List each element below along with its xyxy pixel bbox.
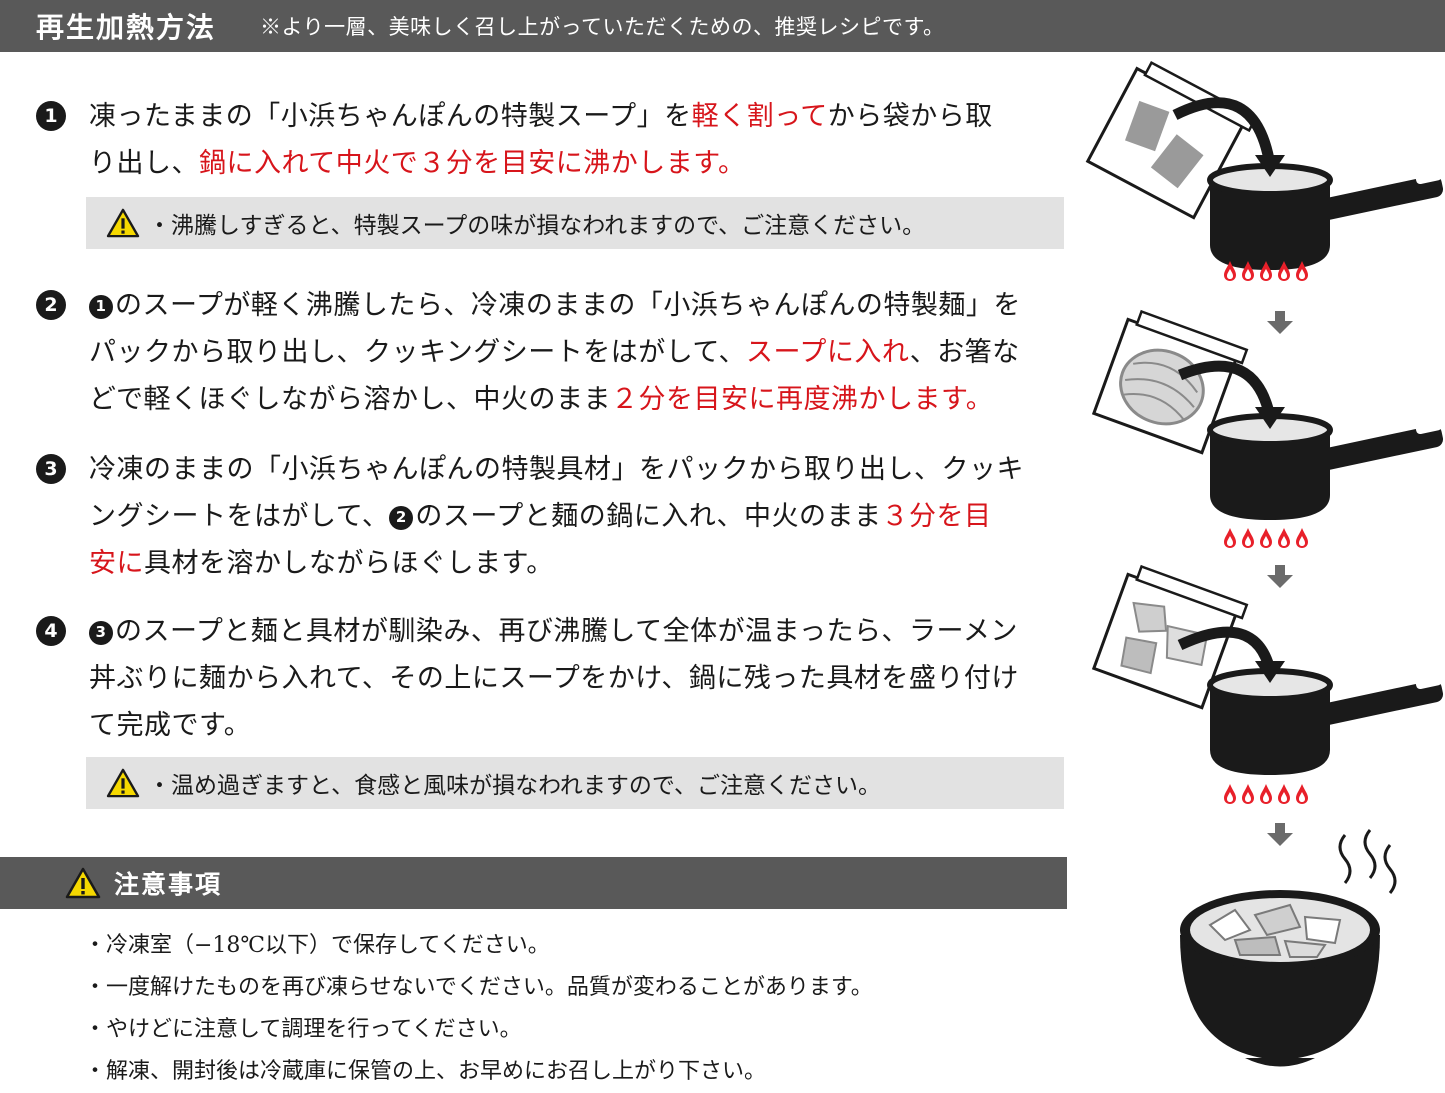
text: のスープと麺と具材が馴染み、再び沸騰して全体が温まったら、ラーメン (115, 616, 1018, 647)
step-number: 2 (36, 290, 66, 320)
text: 丼ぶりに麺から入れて、その上にスープをかけ、鍋に残った具材を盛り付け (89, 663, 1019, 694)
notes-header: 注意事項 (0, 857, 1067, 909)
warning-icon (106, 768, 140, 798)
step-ref-badge: 2 (389, 505, 414, 530)
bowl-icon (1180, 829, 1397, 1067)
step-number: 4 (36, 616, 66, 646)
text: て完成です。 (89, 710, 252, 741)
pot-icon (1210, 671, 1445, 775)
text: ングシートをはがして、 (89, 501, 390, 532)
list-item: ・一度解けたものを再び凍らせないでください。品質が変わることがあります。 (84, 975, 873, 1000)
text: 具材を溶かしながらほぐします。 (144, 548, 554, 579)
package-icon (1085, 60, 1258, 220)
steam-icon (1383, 844, 1397, 894)
pot-icon (1210, 166, 1445, 270)
step-number: 3 (36, 454, 66, 484)
text: り出し、 (89, 148, 199, 179)
text: のスープと麺の鍋に入れ、中火のまま (415, 501, 882, 532)
step-text: 冷凍のままの「小浜ちゃんぽんの特製具材」をパックから取り出し、クッキ ングシート… (89, 446, 1074, 587)
header-bar: 再生加熱方法 ※より一層、美味しく召し上がっていただくための、推奨レシピです。 (0, 0, 1445, 52)
step-ref-badge: 3 (89, 620, 113, 645)
text: 、お箸な (909, 337, 1020, 368)
caution-text: ・温め過ぎますと、食感と風味が損なわれますので、ご注意ください。 (148, 773, 882, 799)
highlight-text: 鍋に入れて中火で３分を目安に沸かします。 (199, 148, 746, 179)
down-arrow-icon (1267, 565, 1293, 588)
package-icon (1091, 564, 1249, 710)
list-item: ・やけどに注意して調理を行ってください。 (84, 1017, 522, 1042)
warning-icon (106, 208, 140, 238)
text: どで軽くほぐしながら溶かし、中火のまま (89, 384, 611, 415)
highlight-text: ２分を目安に再度沸かします。 (610, 384, 994, 415)
highlight-text: 軽く割って (691, 101, 828, 132)
text: 冷凍のままの「小浜ちゃんぽんの特製具材」をパックから取り出し、クッキ (89, 454, 1024, 485)
page-subtitle: ※より一層、美味しく召し上がっていただくための、推奨レシピです。 (260, 15, 945, 39)
highlight-text: スープに入れ (746, 337, 910, 368)
stage-soup (1085, 60, 1445, 281)
text: 凍ったままの「小浜ちゃんぽんの特製スープ」を (89, 101, 692, 132)
caution-box-1: ・沸騰しすぎると、特製スープの味が損なわれますので、ご注意ください。 (86, 197, 1064, 249)
text: パックから取り出し、クッキングシートをはがして、 (89, 337, 747, 368)
warning-icon (64, 867, 102, 899)
highlight-text: ３分を目 (881, 501, 992, 532)
text: から袋から取 (827, 101, 993, 132)
down-arrow-icon (1267, 311, 1293, 334)
flame-icon (1224, 784, 1308, 804)
step-number: 1 (36, 101, 66, 131)
steam-icon (1363, 829, 1377, 879)
list-item: ・冷凍室（−18℃以下）で保存してください。 (84, 933, 550, 958)
steam-icon (1338, 834, 1352, 884)
caution-box-2: ・温め過ぎますと、食感と風味が損なわれますので、ご注意ください。 (86, 757, 1064, 809)
package-icon (1091, 309, 1249, 455)
step-text: 凍ったままの「小浜ちゃんぽんの特製スープ」を軽く割ってから袋から取 り出し、鍋に… (89, 93, 1074, 187)
cooking-illustration (1085, 60, 1445, 1067)
stage-noodles (1091, 309, 1445, 548)
notes-list: ・冷凍室（−18℃以下）で保存してください。 ・一度解けたものを再び凍らせないで… (84, 925, 873, 1093)
flame-icon (1224, 528, 1308, 548)
down-arrow-icon (1267, 823, 1293, 846)
text: のスープが軽く沸騰したら、冷凍のままの「小浜ちゃんぽんの特製麺」を (115, 290, 1021, 321)
step-ref-badge: 1 (89, 294, 113, 319)
pot-icon (1210, 416, 1445, 520)
page-title: 再生加熱方法 (36, 11, 217, 44)
stage-toppings (1091, 564, 1445, 804)
highlight-text: 安に (89, 548, 144, 579)
notes-title: 注意事項 (114, 870, 223, 899)
caution-text: ・沸騰しすぎると、特製スープの味が損なわれますので、ご注意ください。 (148, 213, 926, 239)
list-item: ・解凍、開封後は冷蔵庫に保管の上、お早めにお召し上がり下さい。 (84, 1059, 767, 1084)
